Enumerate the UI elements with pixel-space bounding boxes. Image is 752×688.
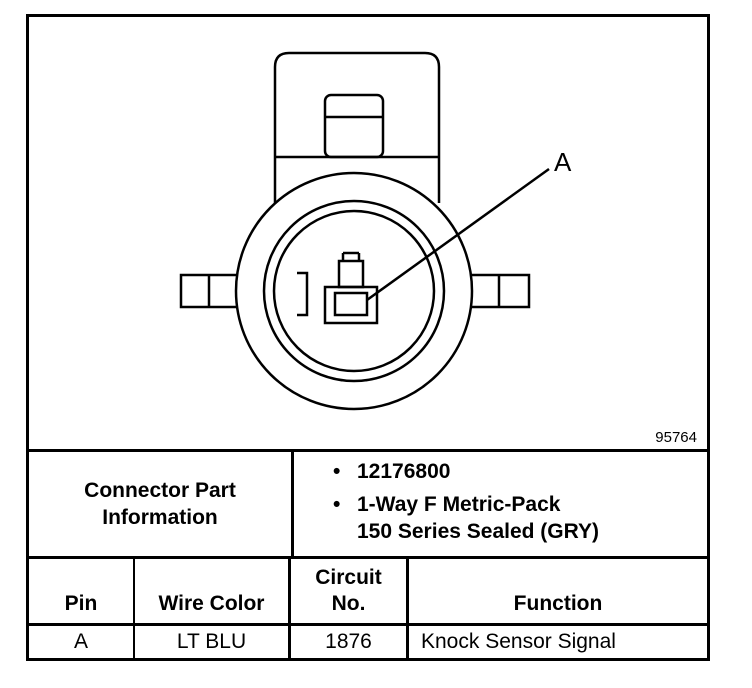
header-circuit-line2: No. bbox=[331, 592, 366, 615]
part-number: 12176800 bbox=[329, 458, 599, 485]
connector-info-label: Connector Part Information bbox=[29, 452, 294, 556]
pin-a-leader-line bbox=[366, 167, 550, 302]
latch-housing bbox=[273, 51, 441, 203]
inner-cavity bbox=[272, 209, 436, 373]
table-header-row: Pin Wire Color Circuit No. Function bbox=[29, 559, 707, 626]
header-wire-color: Wire Color bbox=[135, 559, 291, 623]
terminal-top bbox=[337, 259, 365, 289]
connector-figure-frame: A 95764 Connector Part Information 12176… bbox=[26, 14, 710, 661]
description-line2: 150 Series Sealed (GRY) bbox=[357, 520, 600, 543]
cell-wire-color: LT BLU bbox=[135, 626, 291, 658]
left-ear bbox=[179, 273, 247, 309]
header-pin: Pin bbox=[29, 559, 135, 623]
cell-pin: A bbox=[29, 626, 135, 658]
connector-info-list: 12176800 1-Way F Metric-Pack 150 Series … bbox=[329, 458, 599, 551]
header-function: Function bbox=[513, 592, 603, 615]
right-ear bbox=[461, 273, 531, 309]
latch-tab bbox=[323, 93, 385, 159]
header-circuit-line1: Circuit bbox=[315, 566, 382, 589]
seal-ring bbox=[262, 199, 446, 383]
outer-shell bbox=[234, 171, 474, 411]
terminal-inner bbox=[333, 291, 369, 317]
connector-info-row: Connector Part Information 12176800 1-Wa… bbox=[29, 452, 707, 559]
connector-drawing: A 95764 bbox=[29, 17, 707, 452]
keyway bbox=[297, 271, 309, 317]
description-line1: 1-Way F Metric-Pack bbox=[357, 493, 561, 516]
figure-id: 95764 bbox=[655, 429, 697, 446]
connector-face-illustration bbox=[179, 51, 550, 411]
pin-a-callout: A bbox=[554, 147, 572, 177]
connector-description: 1-Way F Metric-Pack 150 Series Sealed (G… bbox=[329, 491, 599, 545]
table-row: A LT BLU 1876 Knock Sensor Signal bbox=[29, 626, 707, 658]
info-label-line2: Information bbox=[102, 506, 218, 529]
info-label-line1: Connector Part bbox=[84, 479, 236, 502]
cell-function: Knock Sensor Signal bbox=[421, 630, 616, 653]
cell-circuit: 1876 bbox=[291, 626, 409, 658]
header-circuit: Circuit No. bbox=[291, 559, 409, 623]
